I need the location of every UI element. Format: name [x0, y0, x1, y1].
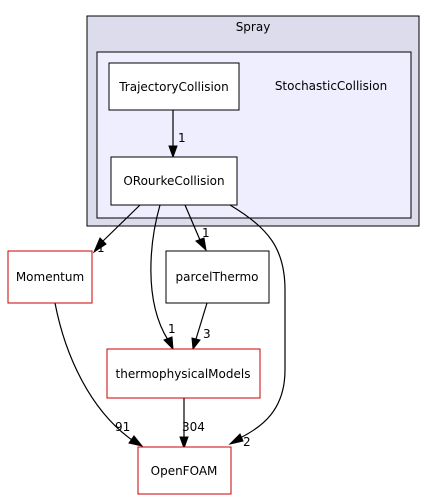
- edge-label: 1: [178, 131, 186, 145]
- edge-orourke-parcel: [184, 204, 201, 241]
- edge-orourke-thermo: [150, 204, 169, 341]
- node-parcel-thermo[interactable]: [165, 250, 270, 304]
- node-orourke-collision-label: ORourkeCollision: [123, 174, 224, 188]
- node-trajectory-collision-label: TrajectoryCollision: [118, 80, 229, 94]
- edges: 1 1 1 1 2 91 3 304: [54, 110, 286, 450]
- node-parcel-thermo-label: parcelThermo: [175, 270, 258, 284]
- cluster-outer-label: Spray: [236, 20, 271, 34]
- edge-momentum-openfoam: [54, 302, 133, 441]
- node-momentum[interactable]: [7, 250, 93, 304]
- node-orourke-collision[interactable]: [110, 156, 238, 206]
- node-openfoam-label: OpenFOAM: [151, 464, 218, 478]
- edge-label: 1: [168, 322, 176, 336]
- cluster-inner-label: StochasticCollision: [275, 79, 387, 93]
- edge-label: 91: [115, 420, 130, 434]
- arrowhead: [191, 337, 201, 351]
- edge-label: 1: [202, 226, 210, 240]
- edge-orourke-momentum: [101, 204, 141, 243]
- edge-orourke-openfoam: [229, 204, 286, 439]
- edge-label: 2: [243, 435, 251, 449]
- node-trajectory-collision[interactable]: [108, 62, 240, 111]
- node-thermophysical-models[interactable]: [106, 348, 261, 399]
- arrowhead: [179, 436, 189, 450]
- arrowhead: [195, 237, 207, 252]
- node-momentum-label: Momentum: [16, 270, 84, 284]
- arrowhead: [128, 435, 144, 447]
- node-thermophysical-models-label: thermophysicalModels: [116, 367, 251, 381]
- edge-parcel-thermo: [195, 302, 208, 340]
- arrowhead: [163, 336, 174, 351]
- edge-label: 3: [203, 327, 211, 341]
- node-openfoam[interactable]: [137, 446, 232, 495]
- arrowhead: [228, 433, 244, 445]
- edge-label: 1: [97, 241, 105, 255]
- edge-label: 304: [182, 420, 205, 434]
- arrowhead: [168, 145, 178, 159]
- arrowhead: [92, 237, 107, 254]
